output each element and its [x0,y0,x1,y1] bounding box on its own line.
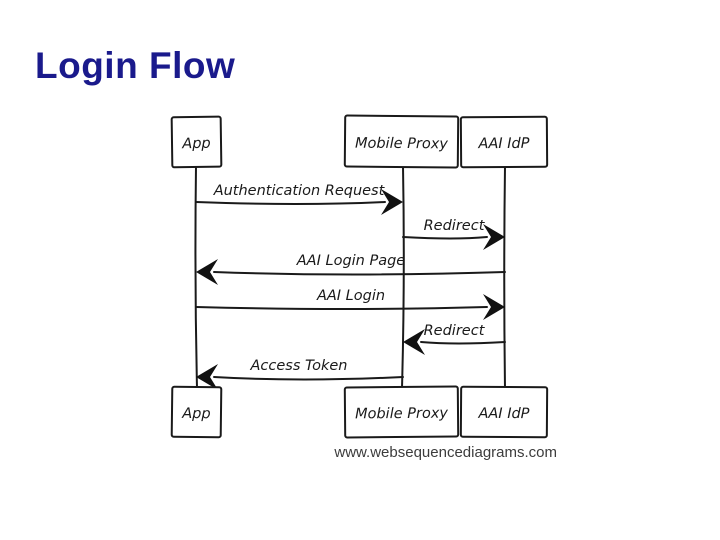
message-line [213,376,404,381]
page-title: Login Flow [35,45,236,86]
arrow-right-icon [483,294,505,320]
participant-label: AAI IdP [477,136,529,152]
message-redirect-1: Redirect [402,218,505,250]
sequence-diagram: App Mobile Proxy AAI IdP Authentication … [170,114,557,461]
participant-box-app-top: App [170,115,223,169]
message-line [213,271,506,276]
message-aai-login-page: AAI Login Page [196,253,506,285]
message-line [195,201,386,205]
message-line [195,306,488,310]
participant-box [170,385,223,439]
message-label: Redirect [424,218,486,234]
lifeline-mobile-proxy [401,165,405,389]
participant-label: Mobile Proxy [355,136,448,153]
participant-label: Mobile Proxy [355,406,448,423]
participant-box-aai-idp-bottom: AAI IdP [459,385,549,439]
participant-box-mobile-proxy-bottom: Mobile Proxy [343,385,460,439]
participant-label: AAI IdP [477,406,529,422]
message-aai-login: AAI Login [195,288,505,320]
participant-box [459,385,549,439]
message-line [420,341,506,345]
message-access-token: Access Token [196,358,404,390]
participant-box [343,385,460,439]
message-line [402,236,488,240]
arrow-left-icon [196,364,218,390]
lifeline-app [194,165,198,389]
participant-label: App [181,406,211,422]
participant-box-app-bottom: App [170,385,223,439]
slide-footer: © 2011 SWITCH 6 [0,492,720,540]
arrow-right-icon [483,224,505,250]
message-label: Access Token [250,358,348,374]
arrow-left-icon [403,329,425,355]
message-label: Authentication Request [213,183,386,199]
message-authentication-request: Authentication Request [195,183,403,215]
participant-box [170,115,223,169]
lifeline-aai-idp [503,165,506,389]
participant-label: App [181,136,211,152]
lifelines [194,165,506,389]
participant-box [459,115,549,169]
message-label: Redirect [424,323,486,339]
message-redirect-2: Redirect [403,323,506,355]
participant-box-aai-idp-top: AAI IdP [459,115,549,169]
diagram-credit: www.websequencediagrams.com [333,444,557,461]
arrow-right-icon [381,189,403,215]
message-label: AAI Login Page [296,253,406,269]
participant-box [343,114,460,169]
arrow-left-icon [196,259,218,285]
message-label: AAI Login [316,288,385,304]
participant-box-mobile-proxy-top: Mobile Proxy [343,114,460,169]
